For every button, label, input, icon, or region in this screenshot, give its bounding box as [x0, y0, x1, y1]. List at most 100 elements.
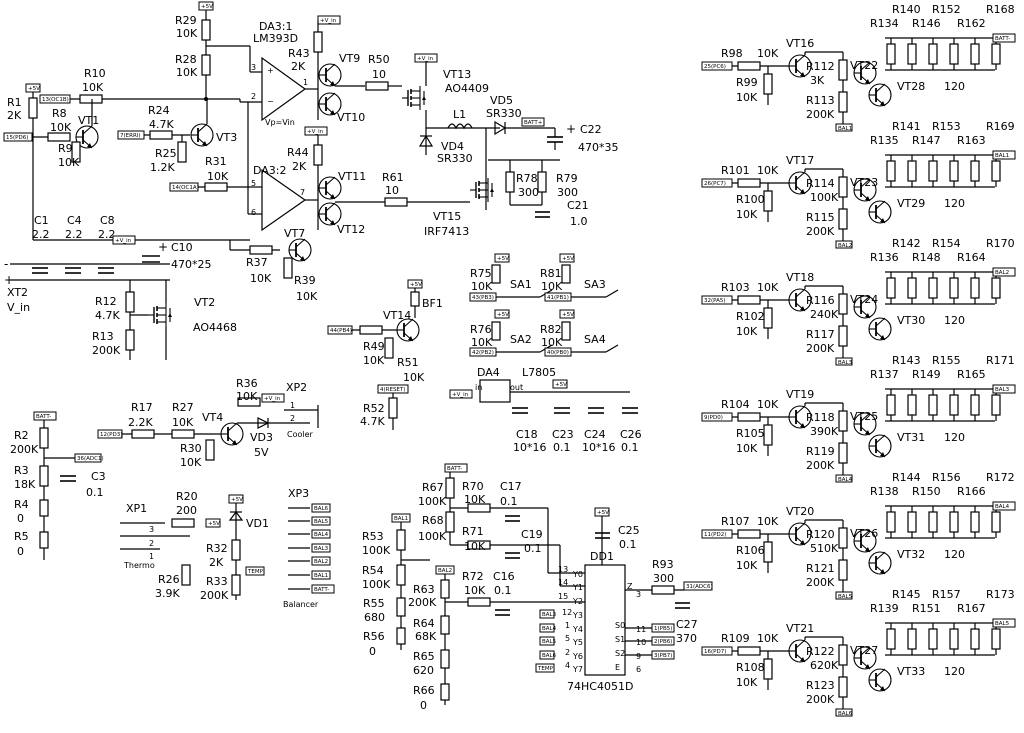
resistor-r98: [737, 61, 761, 71]
balancer-rtop-label: R151: [912, 602, 941, 615]
flag-p5v-xp1: +5V: [208, 521, 220, 527]
balancer-rtop-label: R139: [870, 602, 899, 615]
resistor-r156: [949, 511, 959, 533]
balancer-signal-flag: 25(PC6): [704, 64, 726, 70]
mux-y1: Y1: [572, 583, 583, 592]
resistor-r53: [396, 529, 406, 551]
transistor-vt31: [868, 434, 892, 458]
flag-p5v-top: +5V: [201, 4, 213, 10]
resistor-r32: [231, 539, 241, 561]
balancer-rin-value: 10K: [757, 281, 779, 294]
balancer-vta-label: VT16: [786, 37, 814, 50]
r78-label: R78: [516, 172, 538, 185]
balancer-rpd-value: 10K: [736, 325, 758, 338]
balancer-rc-label: R115: [806, 211, 835, 224]
balancer-out-flag: BAL3: [995, 387, 1010, 393]
resistor-r43: [313, 31, 323, 53]
r33-value: 200K: [200, 589, 229, 602]
resistor-r72: [467, 597, 491, 607]
resistor-r154: [949, 277, 959, 299]
vt13-part: AO4409: [445, 82, 489, 95]
balancer-rtop-label: R135: [870, 134, 899, 147]
resistor-r139: [886, 628, 896, 650]
resistor-r115: [838, 208, 848, 230]
r27-value: 10K: [172, 416, 194, 429]
diode-vd1: [228, 511, 244, 521]
r2-label: R2: [14, 429, 29, 442]
r55-label: R55: [363, 597, 385, 610]
cap-c1: [32, 267, 48, 274]
balancer-rtop-label: R170: [986, 237, 1015, 250]
resistor-r144: [907, 511, 917, 533]
resistor-r49: [359, 325, 383, 335]
resistor-r20: [171, 518, 195, 528]
r39-label: R39: [294, 274, 316, 287]
transistor-vt32: [868, 551, 892, 575]
resistor-r39: [283, 257, 293, 279]
resistor-r153: [949, 160, 959, 182]
balancer-vtb-label: VT25: [850, 410, 878, 423]
flag-pb6: 2(PB6): [654, 639, 672, 645]
c8-label: C8: [100, 214, 115, 227]
resistor-r52: [388, 397, 398, 419]
balancer-load-value: 120: [944, 314, 965, 327]
da31-part: LM393D: [253, 32, 298, 45]
resistor-r99: [763, 73, 773, 95]
r13-label: R13: [92, 330, 114, 343]
r52-value: 4.7K: [360, 415, 385, 428]
resistor-r25: [177, 141, 187, 163]
r43-value: 2K: [291, 60, 306, 73]
c10-plus: +: [158, 240, 168, 254]
resistor-r10: [79, 94, 103, 104]
r20-label: R20: [176, 490, 198, 503]
r56-value: 0: [369, 645, 376, 658]
vt14-label: VT14: [383, 309, 411, 322]
flag-temp-1: TEMP: [247, 569, 264, 575]
balancer-rpd-label: R100: [736, 193, 765, 206]
resistor-r134: [886, 43, 896, 65]
xp3-connector: [288, 507, 310, 590]
resistor-r164: [970, 277, 980, 299]
da4-in: in: [475, 383, 482, 392]
mux-y0: Y0: [572, 570, 583, 579]
resistor-r141: [907, 160, 917, 182]
resistor-r55: [396, 597, 406, 617]
r5-label: R5: [14, 530, 29, 543]
resistor-r70: [467, 503, 491, 513]
mux-in-temp: TEMP: [537, 666, 554, 672]
vt10-label: VT10: [337, 111, 365, 124]
r61-label: R61: [382, 171, 404, 184]
balancer-rb-value: 3K: [810, 74, 825, 87]
r70-label: R70: [462, 480, 484, 493]
balancer-rtop-label: R164: [957, 251, 986, 264]
cap-c24: [588, 407, 604, 414]
vp-label: Vp=Vin: [265, 118, 295, 127]
r49-value: 10K: [363, 354, 385, 367]
balancer-rtop-label: R147: [912, 134, 941, 147]
balancer-in-flag: BAL6: [838, 711, 853, 717]
balancer-rtop-label: R136: [870, 251, 899, 264]
cap-c18: [512, 407, 528, 414]
r31-value: 10K: [207, 170, 229, 183]
vt7-label: VT7: [284, 227, 305, 240]
balancer-load-value: 120: [944, 665, 965, 678]
resistor-r148: [928, 277, 938, 299]
resistor-r82: [561, 321, 571, 341]
plus-1: +: [267, 66, 274, 75]
r65-value: 620: [413, 664, 434, 677]
xp2-pin1: 1: [290, 401, 295, 410]
resistor-r152: [949, 43, 959, 65]
balancer-vtb-label: VT26: [850, 527, 878, 540]
balancer-rtop-label: R156: [932, 471, 961, 484]
c1-value: 2.2: [32, 228, 50, 241]
balancer-vta-label: VT21: [786, 622, 814, 635]
balancer-signal-flag: 32(PA5): [704, 298, 726, 304]
mux-pin2: 2: [565, 648, 570, 657]
balancer-rb-label: R112: [806, 60, 835, 73]
balancer-in-flag: BAL2: [838, 243, 852, 249]
balancer-rpd-value: 10K: [736, 208, 758, 221]
balancer-rb-label: R118: [806, 411, 835, 424]
flag-adc1: 36(ADC1): [77, 456, 104, 462]
vd5-part: SR330: [486, 107, 522, 120]
